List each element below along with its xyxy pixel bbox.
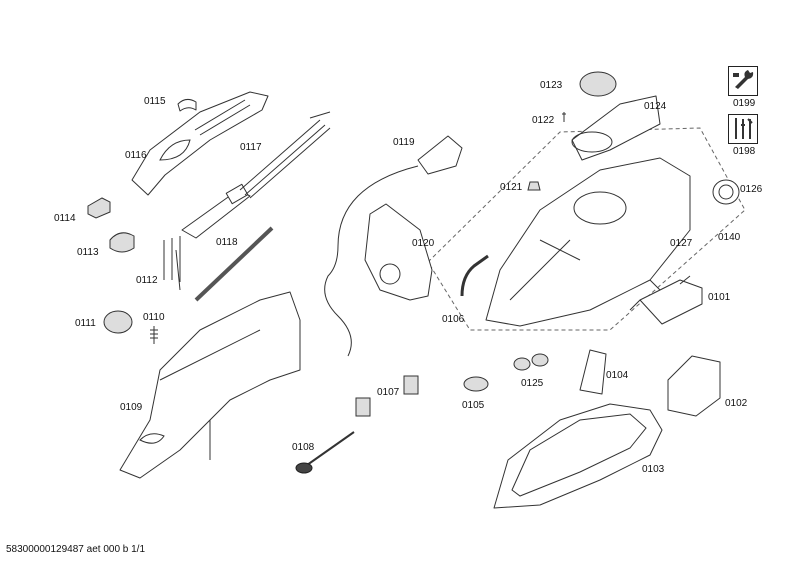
part-label-0126: 0126 xyxy=(740,184,763,195)
part-0107-valve-a xyxy=(403,375,419,395)
part-label-0121: 0121 xyxy=(500,182,523,193)
part-0103-inner xyxy=(511,413,647,497)
part-label-0125: 0125 xyxy=(521,378,544,389)
part-0104-bracket xyxy=(579,349,607,395)
part-0122-screw xyxy=(562,112,566,122)
part-label-0113: 0113 xyxy=(77,247,99,258)
part-label-0106: 0106 xyxy=(442,314,465,325)
part-label-0107: 0107 xyxy=(377,387,400,398)
part-0127-body-shell xyxy=(485,157,691,327)
part-0124-tank-cover xyxy=(571,95,661,161)
part-0115-clip xyxy=(177,98,197,112)
part-label-0116: 0116 xyxy=(125,150,147,161)
part-0117-wires xyxy=(239,111,331,199)
part-0117-component xyxy=(225,183,249,205)
part-0111-dial xyxy=(103,310,133,334)
part-0102-plate xyxy=(667,355,721,417)
part-0109-handle-housing xyxy=(119,291,301,479)
part-label-0127: 0127 xyxy=(670,238,693,249)
part-0120-hole xyxy=(379,263,401,285)
part-0119-plug xyxy=(417,135,463,175)
part-label-0119: 0119 xyxy=(393,137,415,148)
part-0119-cord xyxy=(324,165,419,357)
part-label-0117: 0117 xyxy=(240,142,262,153)
part-label-0102: 0102 xyxy=(725,398,748,409)
part-label-0114: 0114 xyxy=(54,213,76,224)
tools-icon xyxy=(728,114,758,144)
part-0114-button xyxy=(87,197,111,219)
part-0110-spring xyxy=(150,326,158,344)
part-0120-gasket xyxy=(364,203,433,301)
part-0109-detail xyxy=(139,329,261,460)
part-0108-head xyxy=(295,462,313,474)
part-0101-thermostat xyxy=(639,279,703,325)
part-0126-inner xyxy=(718,184,734,200)
part-label-0112: 0112 xyxy=(136,275,158,286)
part-label-0109: 0109 xyxy=(120,402,143,413)
part-label-0140: 0140 xyxy=(718,232,741,243)
part-label-0199: 0199 xyxy=(733,98,756,109)
part-0106-tube xyxy=(460,254,489,297)
part-0125-bushing-b xyxy=(531,353,549,367)
part-label-0122: 0122 xyxy=(532,115,555,126)
part-0107-valve-b xyxy=(355,397,371,417)
part-0124-ring xyxy=(571,131,613,153)
part-label-0108: 0108 xyxy=(292,442,315,453)
part-label-0103: 0103 xyxy=(642,464,665,475)
part-0123-disc xyxy=(579,71,617,97)
part-label-0101: 0101 xyxy=(708,292,731,303)
part-0116-detail xyxy=(159,99,251,161)
part-0105-disc xyxy=(463,376,489,392)
part-0121-nozzle xyxy=(527,181,541,191)
part-label-0124: 0124 xyxy=(644,101,667,112)
part-label-0118: 0118 xyxy=(216,237,238,248)
assembly-guide-lines xyxy=(427,127,746,331)
part-label-0105: 0105 xyxy=(462,400,485,411)
part-label-0198: 0198 xyxy=(733,146,756,157)
part-0113-knob xyxy=(109,232,135,253)
part-label-0115: 0115 xyxy=(144,96,166,107)
part-label-0123: 0123 xyxy=(540,80,563,91)
part-0127-opening xyxy=(573,191,627,225)
part-label-0120: 0120 xyxy=(412,238,435,249)
document-footer: 58300000129487 aet 000 b 1/1 xyxy=(6,544,146,555)
part-0101-wires xyxy=(629,275,691,311)
part-0125-bushing-a xyxy=(513,357,531,371)
wrench-icon xyxy=(728,66,758,96)
part-0103-soleplate xyxy=(493,403,663,509)
part-0116-handle-top xyxy=(131,91,269,196)
part-0126-ring xyxy=(712,179,740,205)
part-0127-detail xyxy=(509,239,581,301)
part-label-0110: 0110 xyxy=(143,312,165,323)
part-label-0111: 0111 xyxy=(75,318,96,329)
part-0112-pins xyxy=(163,236,181,291)
part-0118-rod xyxy=(194,226,274,302)
part-label-0104: 0104 xyxy=(606,370,629,381)
